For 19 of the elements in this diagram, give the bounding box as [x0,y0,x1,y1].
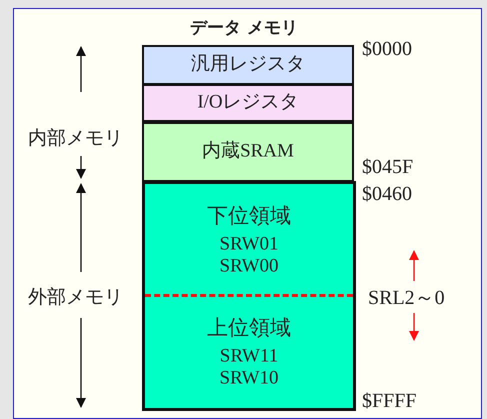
region-name: 下位領域 [206,202,292,230]
register-names: SRW01 SRW00 [218,234,280,278]
register-names: SRW11 SRW10 [218,346,280,390]
address-label: $0000 [362,38,412,61]
region-name: 汎用レジスタ [190,52,306,77]
region-name: I/Oレジスタ [196,90,300,115]
bit-field-label: SRL2～0 [368,286,445,311]
memory-region [142,122,354,182]
address-label: $045F [362,156,414,179]
address-label: $0460 [362,183,412,206]
memory-region [142,84,354,122]
range-label: 内部メモリ [28,127,123,151]
diagram-title: データ メモリ [190,17,298,39]
region-name: 上位領域 [206,314,292,342]
range-label: 外部メモリ [28,286,123,310]
region-name: 内蔵SRAM [201,140,295,164]
external-memory-block [142,181,356,411]
address-label: $FFFF [362,390,416,413]
memory-region [142,45,354,85]
